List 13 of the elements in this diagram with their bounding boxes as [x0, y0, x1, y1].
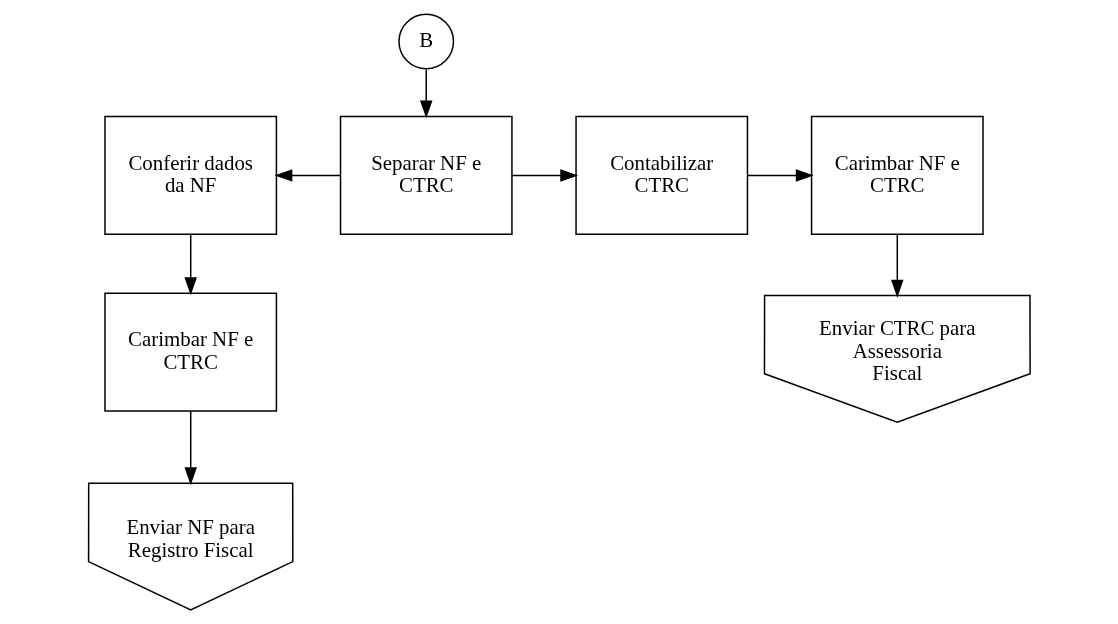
- arrow: [183, 410, 197, 486]
- node-box: Contabilizar CTRC: [574, 115, 748, 236]
- arrow: [183, 234, 197, 296]
- node-box: Carimbar NF e CTRC: [103, 292, 277, 412]
- arrow: [890, 234, 904, 298]
- arrow: [419, 68, 432, 119]
- node-box: Carimbar NF e CTRC: [810, 115, 984, 236]
- node-box: Conferir dados da NF: [103, 115, 277, 236]
- node-box: Separar NF e CTRC: [339, 115, 513, 236]
- node-circle: B: [397, 13, 454, 70]
- arrow: [511, 169, 578, 182]
- arrow: [746, 169, 814, 182]
- arrow: [273, 169, 341, 182]
